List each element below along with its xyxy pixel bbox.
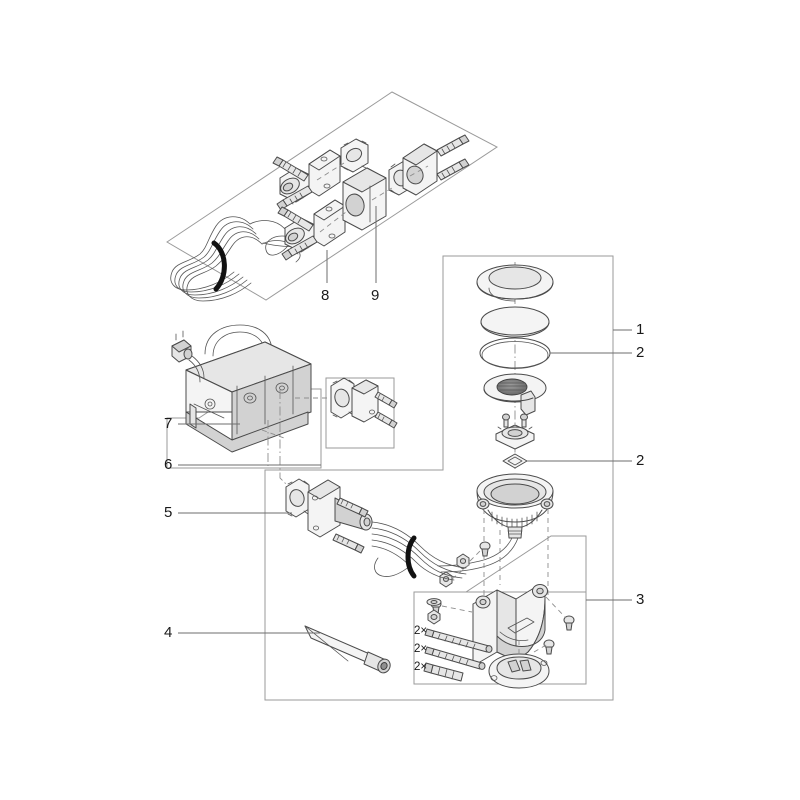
qty-screw-long: 2×: [414, 625, 428, 637]
part-screw-transformer-2: [374, 411, 398, 429]
part-bezel-ring: [476, 264, 554, 302]
callout-7: 7: [164, 415, 173, 432]
qty-screw-short: 2×: [414, 643, 428, 655]
part-lamp-housing: [476, 473, 554, 539]
part-gasket: [502, 453, 528, 469]
part-bolt-bracket-c: [563, 615, 575, 631]
group-frame-cable-harness: [166, 91, 498, 301]
part-cable-connector-assembly: [285, 478, 467, 581]
part-screw-long: [424, 628, 493, 653]
part-screw-harness-lower-2: [281, 235, 318, 261]
callout-9: 9: [371, 287, 380, 304]
callout-8: 8: [321, 287, 330, 304]
part-connector-block-right: [402, 143, 438, 196]
part-cable-tie: [211, 240, 227, 292]
part-bolt-bracket-d: [543, 639, 555, 655]
part-transformer-block: [185, 341, 312, 453]
part-screw-harness-right-2: [436, 158, 470, 181]
qty-anchor: 2×: [414, 661, 428, 673]
callout-leaders: [178, 206, 632, 634]
part-nut: [427, 609, 441, 625]
part-connector-block-transformer: [330, 377, 379, 423]
part-mains-plug: [171, 330, 205, 383]
callout-3: 3: [636, 591, 645, 608]
part-distributor-housing: [342, 167, 387, 231]
part-screw-harness-lower-1: [277, 206, 314, 232]
part-reflector: [483, 373, 547, 416]
part-luminaire-stack: [437, 262, 554, 600]
part-ground-stake: [304, 625, 391, 674]
part-screw-transformer-1: [374, 391, 398, 409]
part-washer: [426, 598, 442, 606]
part-cable-harness-assembly: [170, 134, 470, 302]
part-cable-run: [371, 521, 467, 581]
part-glass-lens: [480, 306, 550, 338]
part-transformer-assembly: [171, 324, 398, 493]
callout-5: 5: [164, 504, 173, 521]
callout-4: 4: [164, 624, 173, 641]
part-screw-harness-upper-1: [272, 156, 309, 182]
part-screw-harness-upper-2: [276, 185, 313, 211]
part-screw-harness-right-1: [436, 134, 470, 157]
callout-2b: 2: [636, 452, 645, 469]
part-screw-connector-5-2: [332, 533, 365, 554]
part-screw-connector-5-1: [336, 497, 369, 518]
callout-1: 1: [636, 321, 645, 338]
part-bracket-assembly: [423, 541, 575, 689]
part-connector-gasket-5: [285, 478, 310, 518]
part-bolt-bracket-a: [479, 541, 491, 557]
group-frame-luminaire: [264, 255, 614, 701]
part-base-plate: [488, 653, 550, 689]
part-bracket-yoke: [472, 584, 548, 667]
part-lamp-holder: [495, 413, 535, 450]
callout-2a: 2: [636, 344, 645, 361]
callout-6: 6: [164, 456, 173, 473]
part-cable-tie-run: [405, 535, 417, 579]
group-frame-transformer: [166, 377, 395, 469]
part-wall-anchor: [423, 662, 464, 682]
part-screw-short: [424, 646, 486, 670]
part-connector-gasket-a: [340, 138, 369, 173]
